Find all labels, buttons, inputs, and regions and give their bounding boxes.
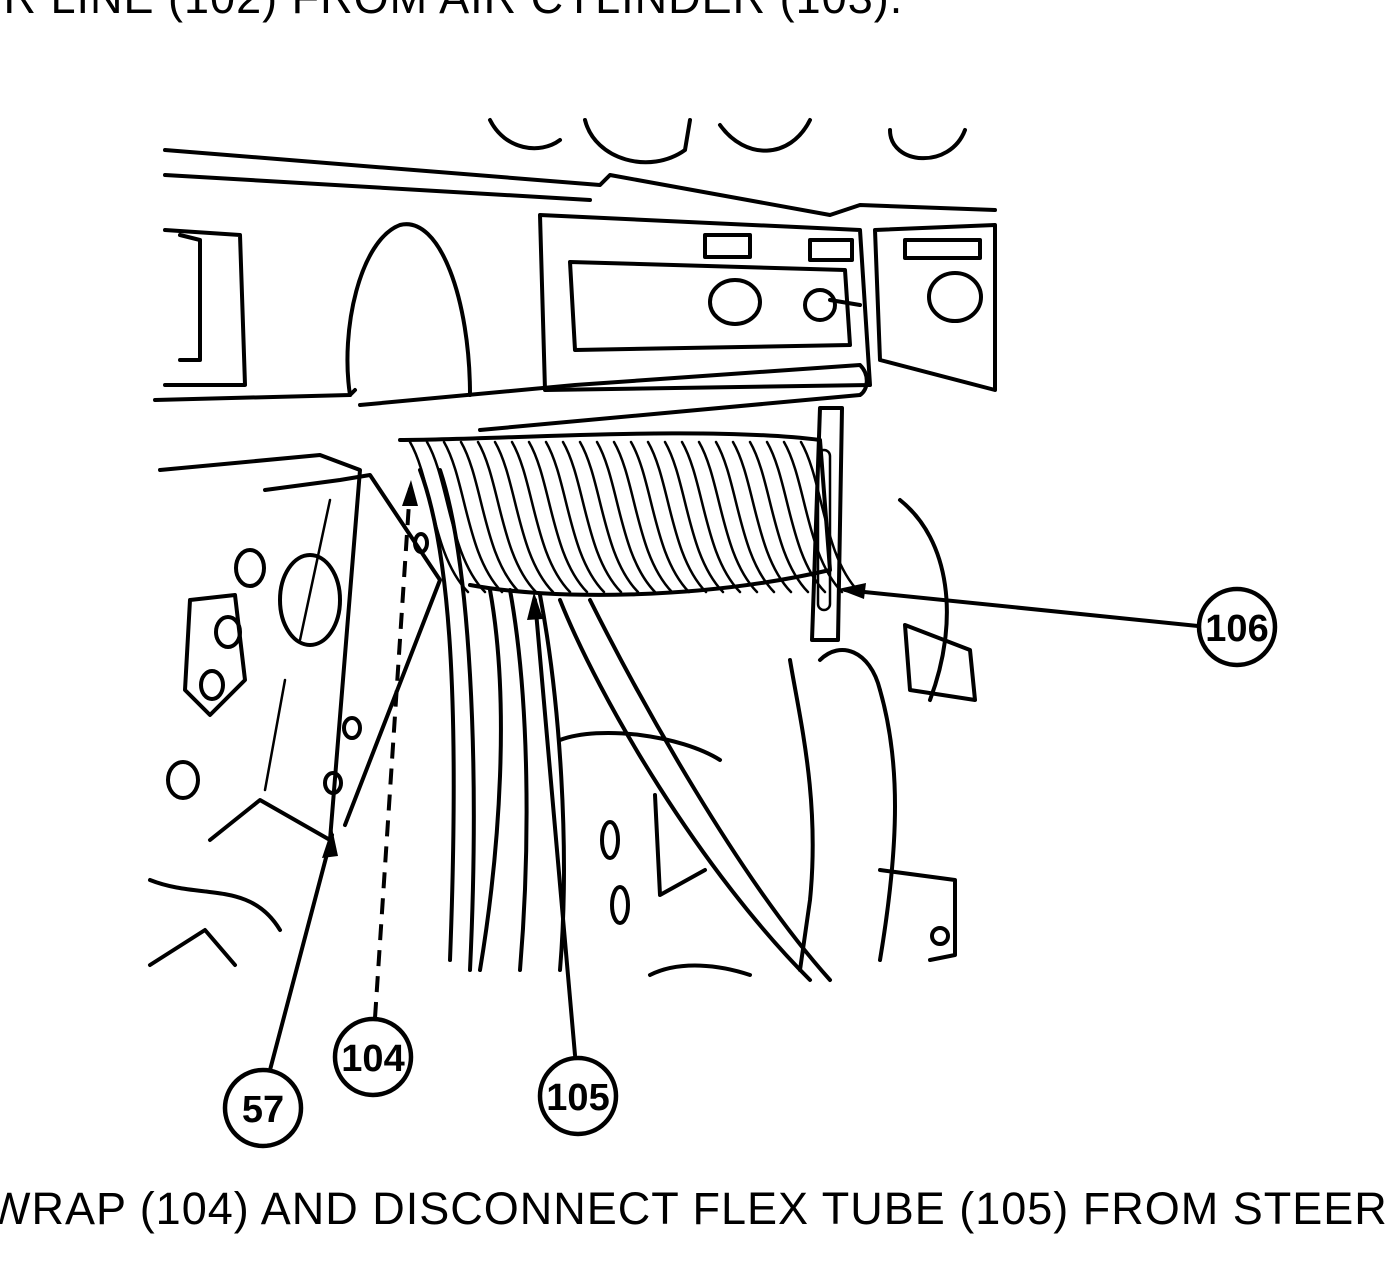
top-instruction-text: IR LINE (102) FROM AIR CYLINDER (103). [0, 0, 1390, 24]
flex-tube-rib [612, 440, 674, 594]
flex-tube-rib [714, 440, 776, 594]
flex-tube-rib [425, 440, 487, 594]
bottom-instruction-text: WRAP (104) AND DISCONNECT FLEX TUBE (105… [0, 1183, 1388, 1234]
flex-tube-rib [595, 440, 657, 594]
wire-harness [418, 406, 977, 982]
dashboard-panel [153, 118, 997, 432]
flex-tube-rib [510, 440, 572, 594]
callout-106: 106 [1196, 586, 1278, 668]
mounting-bracket [148, 453, 442, 967]
flex-tube-rib [748, 440, 810, 594]
flex-tube-rib [442, 440, 504, 594]
callout-105: 105 [537, 1055, 619, 1137]
flex-tube-rib [544, 440, 606, 594]
flex-tube-rib [646, 440, 708, 594]
flex-tube-rib [578, 440, 640, 594]
callout-104-label: 104 [341, 1038, 404, 1080]
flex-tube [398, 431, 861, 597]
flex-tube-rib [697, 440, 759, 594]
callout-57-label: 57 [242, 1089, 284, 1131]
callout-104: 104 [332, 1016, 414, 1098]
flex-tube-rib [799, 440, 861, 594]
flex-tube-rib [493, 440, 555, 594]
callout-leaders [268, 480, 1200, 1072]
flex-tube-rib [527, 440, 589, 594]
flex-tube-rib [663, 440, 725, 594]
flex-tube-rib [680, 440, 742, 594]
flex-tube-rib [629, 440, 691, 594]
flex-tube-rib [731, 440, 793, 594]
callout-57: 57 [222, 1067, 304, 1149]
callout-106-label: 106 [1205, 608, 1268, 650]
flex-tube-rib [459, 440, 521, 594]
callout-105-label: 105 [546, 1077, 609, 1119]
flex-tube-rib [476, 440, 538, 594]
flex-tube-rib [561, 440, 623, 594]
